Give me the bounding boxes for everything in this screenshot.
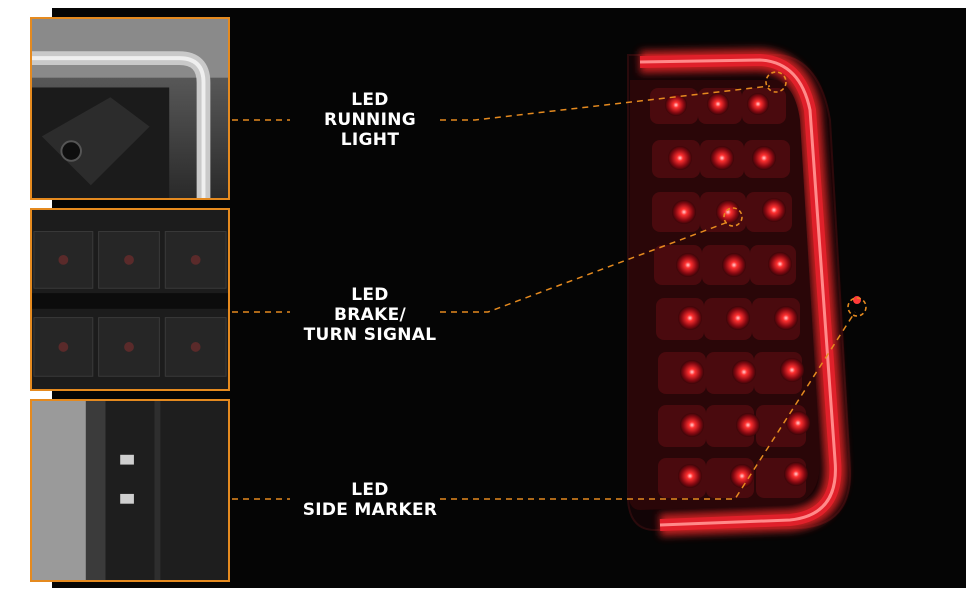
running-light-label-line: LIGHT [340, 130, 400, 150]
brake-turn-detail-image [30, 208, 230, 391]
side-marker-label-line: SIDE MARKER [302, 500, 438, 520]
running-light-label-line: LED [351, 90, 389, 110]
side-marker-label-line: LED [351, 480, 389, 500]
brake-turn-label: LED BRAKE/ TURN SIGNAL [290, 285, 450, 345]
running-light-label: LED RUNNING LIGHT [300, 90, 440, 150]
brake-turn-label-line: TURN SIGNAL [303, 325, 437, 345]
running-light-detail-image [30, 17, 230, 200]
brake-turn-label-line: LED [351, 285, 389, 305]
side-marker-detail-image [30, 399, 230, 582]
running-light-label-line: RUNNING [324, 110, 416, 130]
brake-turn-label-line: BRAKE/ [334, 305, 406, 325]
side-marker-label: LED SIDE MARKER [290, 480, 450, 520]
